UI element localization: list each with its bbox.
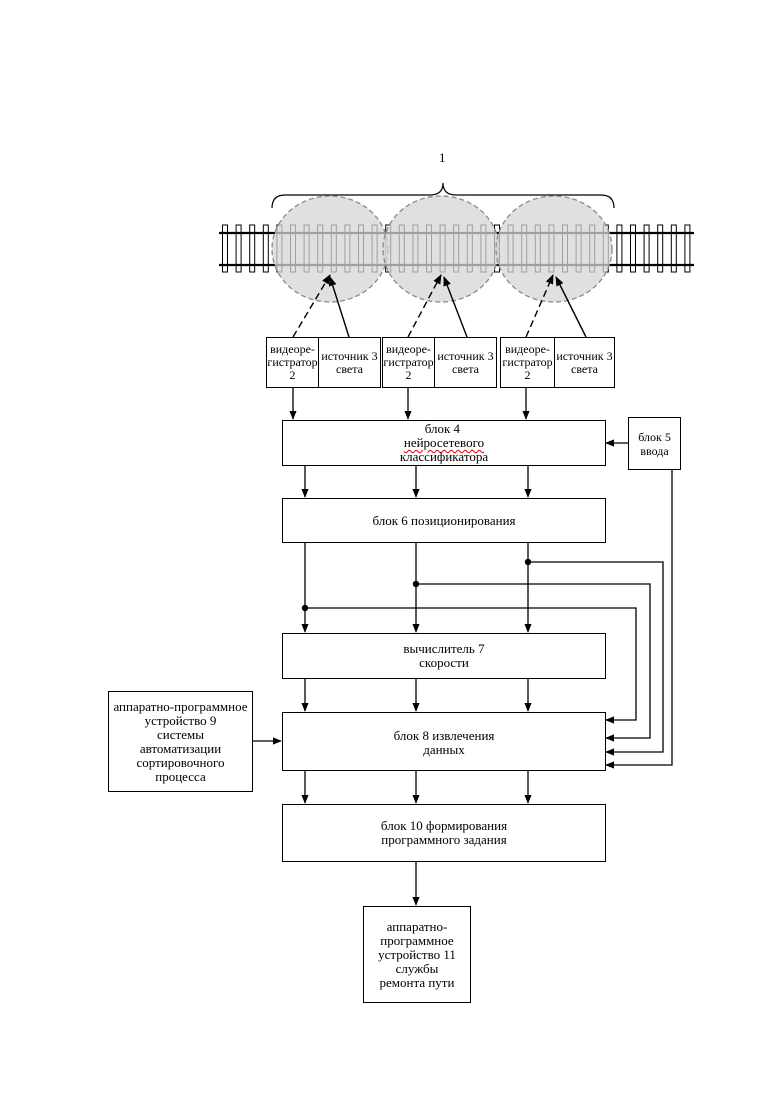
light-source-3: источник 3 света [554,337,615,388]
inspection-zone-2 [383,196,499,302]
flow-input-extraction [606,470,672,765]
junction-dot-1 [302,605,308,611]
junction-dot-3 [525,559,531,565]
inspection-zone-3 [496,196,612,302]
video-recorder-2: видеоре- гистратор 2 [382,337,435,388]
classifier-label-suffix: классификатора [400,450,488,464]
positioning-block: блок 6 позиционирования [282,498,606,543]
track-repair-device: аппаратно- программное устройство 11 слу… [363,906,471,1003]
neural-classifier-block: блок 4 нейросетевого классификатора [282,420,606,466]
classifier-label-prefix: блок 4 [400,422,488,436]
light-source-1: источник 3 света [318,337,381,388]
task-generation-block: блок 10 формирования программного задани… [282,804,606,862]
video-recorder-1: видеоре- гистратор 2 [266,337,319,388]
group-label: 1 [439,150,446,166]
classifier-label-word: нейросетевого [400,436,488,450]
input-block: блок 5 ввода [628,417,681,470]
video-recorder-3: видеоре- гистратор 2 [500,337,555,388]
light-source-2: источник 3 света [434,337,497,388]
data-extraction-block: блок 8 извлечения данных [282,712,606,771]
inspection-zone-1 [272,196,388,302]
sorting-automation-device: аппаратно-программное устройство 9 систе… [108,691,253,792]
junction-dot-2 [413,581,419,587]
speed-calculator-block: вычислитель 7 скорости [282,633,606,679]
